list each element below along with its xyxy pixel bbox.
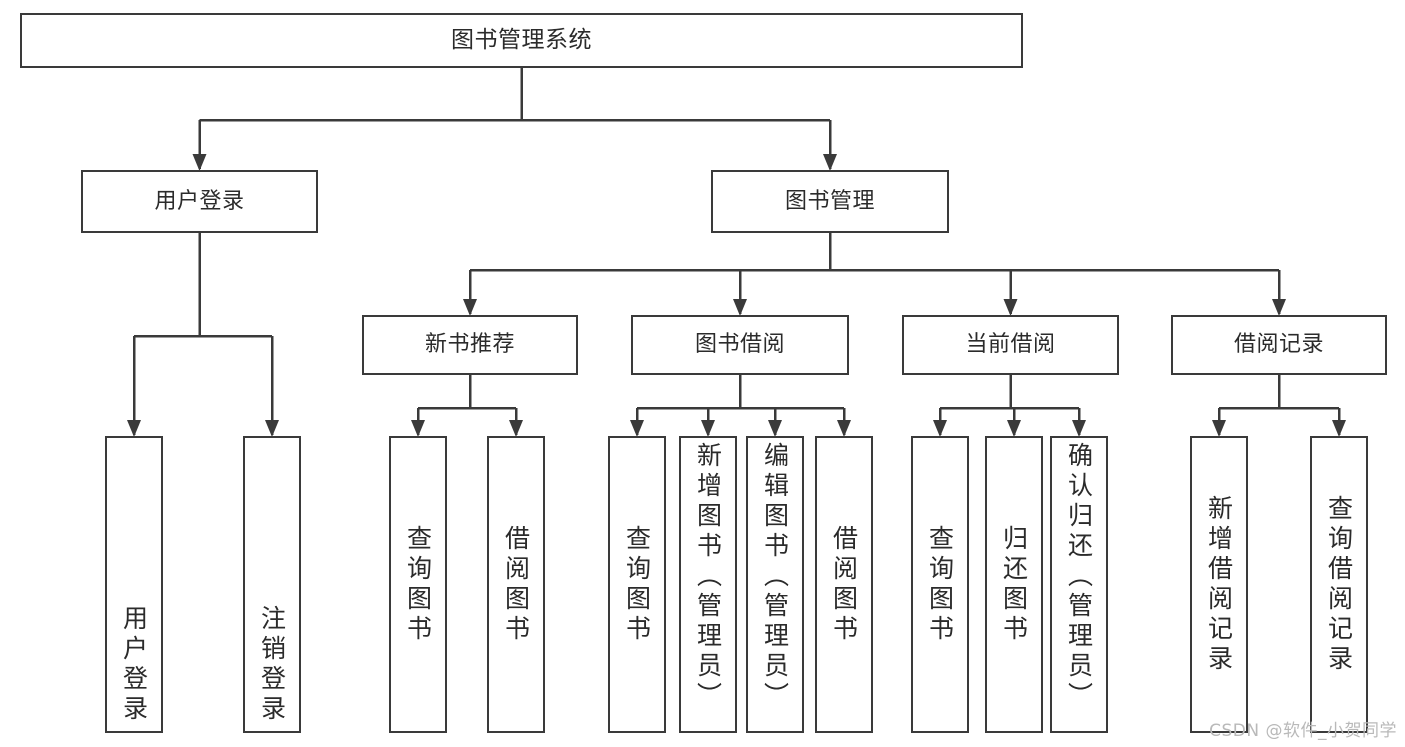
node-label: 确认归还（管理员） (1064, 442, 1094, 712)
node-bookmgmt: 图书管理 (711, 170, 949, 233)
node-l-login: 用户登录 (105, 436, 163, 733)
edge-arrowhead (1272, 299, 1286, 316)
node-l-editbook: 编辑图书（管理员） (746, 436, 804, 733)
edge-arrowhead (192, 154, 207, 171)
node-label: 图书管理 (784, 188, 875, 214)
edge-arrowhead (823, 154, 837, 171)
node-label: 借阅记录 (1233, 332, 1324, 358)
edge-arrowhead (1003, 299, 1018, 316)
node-records: 借阅记录 (1171, 315, 1387, 375)
node-l-qrec: 查询借阅记录 (1310, 436, 1368, 733)
node-current: 当前借阅 (902, 315, 1119, 375)
node-label: 当前借阅 (965, 332, 1056, 358)
edge-arrowhead (1212, 420, 1226, 437)
node-l-addrec: 新增借阅记录 (1190, 436, 1248, 733)
edge-arrowhead (630, 420, 644, 437)
edge-arrowhead (411, 420, 425, 437)
edge-arrowhead (463, 299, 477, 316)
node-label: 新增借阅记录 (1204, 494, 1234, 675)
edge-arrowhead (768, 420, 782, 437)
node-label: 归还图书 (999, 524, 1029, 645)
node-l-addbook: 新增图书（管理员） (679, 436, 737, 733)
node-label: 查询借阅记录 (1324, 494, 1354, 675)
node-label: 图书借阅 (694, 332, 785, 358)
edge-arrowhead (1007, 420, 1021, 437)
node-label: 查询图书 (622, 524, 652, 645)
edge-arrowhead (1332, 420, 1346, 437)
node-label: 新书推荐 (424, 332, 515, 358)
node-l-confirm: 确认归还（管理员） (1050, 436, 1108, 733)
node-l-qb3: 查询图书 (911, 436, 969, 733)
node-l-return: 归还图书 (985, 436, 1043, 733)
node-l-logout: 注销登录 (243, 436, 301, 733)
node-l-qb1: 查询图书 (389, 436, 447, 733)
node-borrow: 图书借阅 (631, 315, 849, 375)
node-l-bb1: 借阅图书 (487, 436, 545, 733)
edge-arrowhead (1072, 420, 1086, 437)
edge-arrowhead (837, 420, 851, 437)
node-l-qb2: 查询图书 (608, 436, 666, 733)
node-root: 图书管理系统 (20, 13, 1023, 68)
node-label: 编辑图书（管理员） (760, 442, 790, 712)
node-newbook: 新书推荐 (362, 315, 578, 375)
node-l-bb2: 借阅图书 (815, 436, 873, 733)
node-label: 用户登录 (154, 188, 245, 214)
edge-arrowhead (509, 420, 523, 437)
watermark-text: CSDN @软件_小贺同学 (1209, 721, 1397, 741)
edge-arrowhead (933, 420, 947, 437)
edge-arrowhead (733, 299, 747, 316)
edge-arrowhead (265, 420, 279, 437)
node-label: 查询图书 (403, 524, 433, 645)
node-label: 借阅图书 (829, 524, 859, 645)
node-label: 查询图书 (925, 524, 955, 645)
node-login: 用户登录 (81, 170, 318, 233)
node-label: 借阅图书 (501, 524, 531, 645)
node-label: 注销登录 (257, 605, 287, 725)
node-label: 新增图书（管理员） (693, 442, 723, 712)
edge-arrowhead (127, 420, 141, 437)
node-label: 图书管理系统 (451, 27, 592, 54)
edge-arrowhead (701, 420, 715, 437)
node-label: 用户登录 (119, 605, 149, 725)
